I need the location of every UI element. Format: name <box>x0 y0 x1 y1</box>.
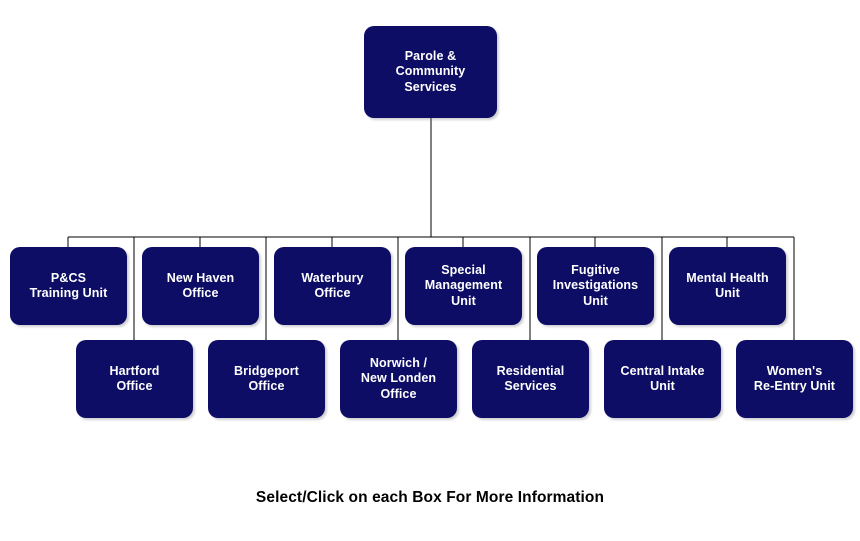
org-box-mental-health-unit[interactable]: Mental Health Unit <box>669 247 786 325</box>
org-box-waterbury-office[interactable]: Waterbury Office <box>274 247 391 325</box>
org-box-residential-services[interactable]: Residential Services <box>472 340 589 418</box>
org-box-fugitive-investigations-unit[interactable]: Fugitive Investigations Unit <box>537 247 654 325</box>
org-box-hartford-office[interactable]: Hartford Office <box>76 340 193 418</box>
org-box-womens-re-entry-unit[interactable]: Women's Re-Entry Unit <box>736 340 853 418</box>
org-box-pcs-training-unit[interactable]: P&CS Training Unit <box>10 247 127 325</box>
org-box-central-intake-unit[interactable]: Central Intake Unit <box>604 340 721 418</box>
org-box-parole-community-services[interactable]: Parole & Community Services <box>364 26 497 118</box>
org-box-new-haven-office[interactable]: New Haven Office <box>142 247 259 325</box>
chart-caption: Select/Click on each Box For More Inform… <box>255 489 605 506</box>
org-box-norwich-new-londen-office[interactable]: Norwich / New Londen Office <box>340 340 457 418</box>
org-box-special-management-unit[interactable]: Special Management Unit <box>405 247 522 325</box>
org-box-bridgeport-office[interactable]: Bridgeport Office <box>208 340 325 418</box>
